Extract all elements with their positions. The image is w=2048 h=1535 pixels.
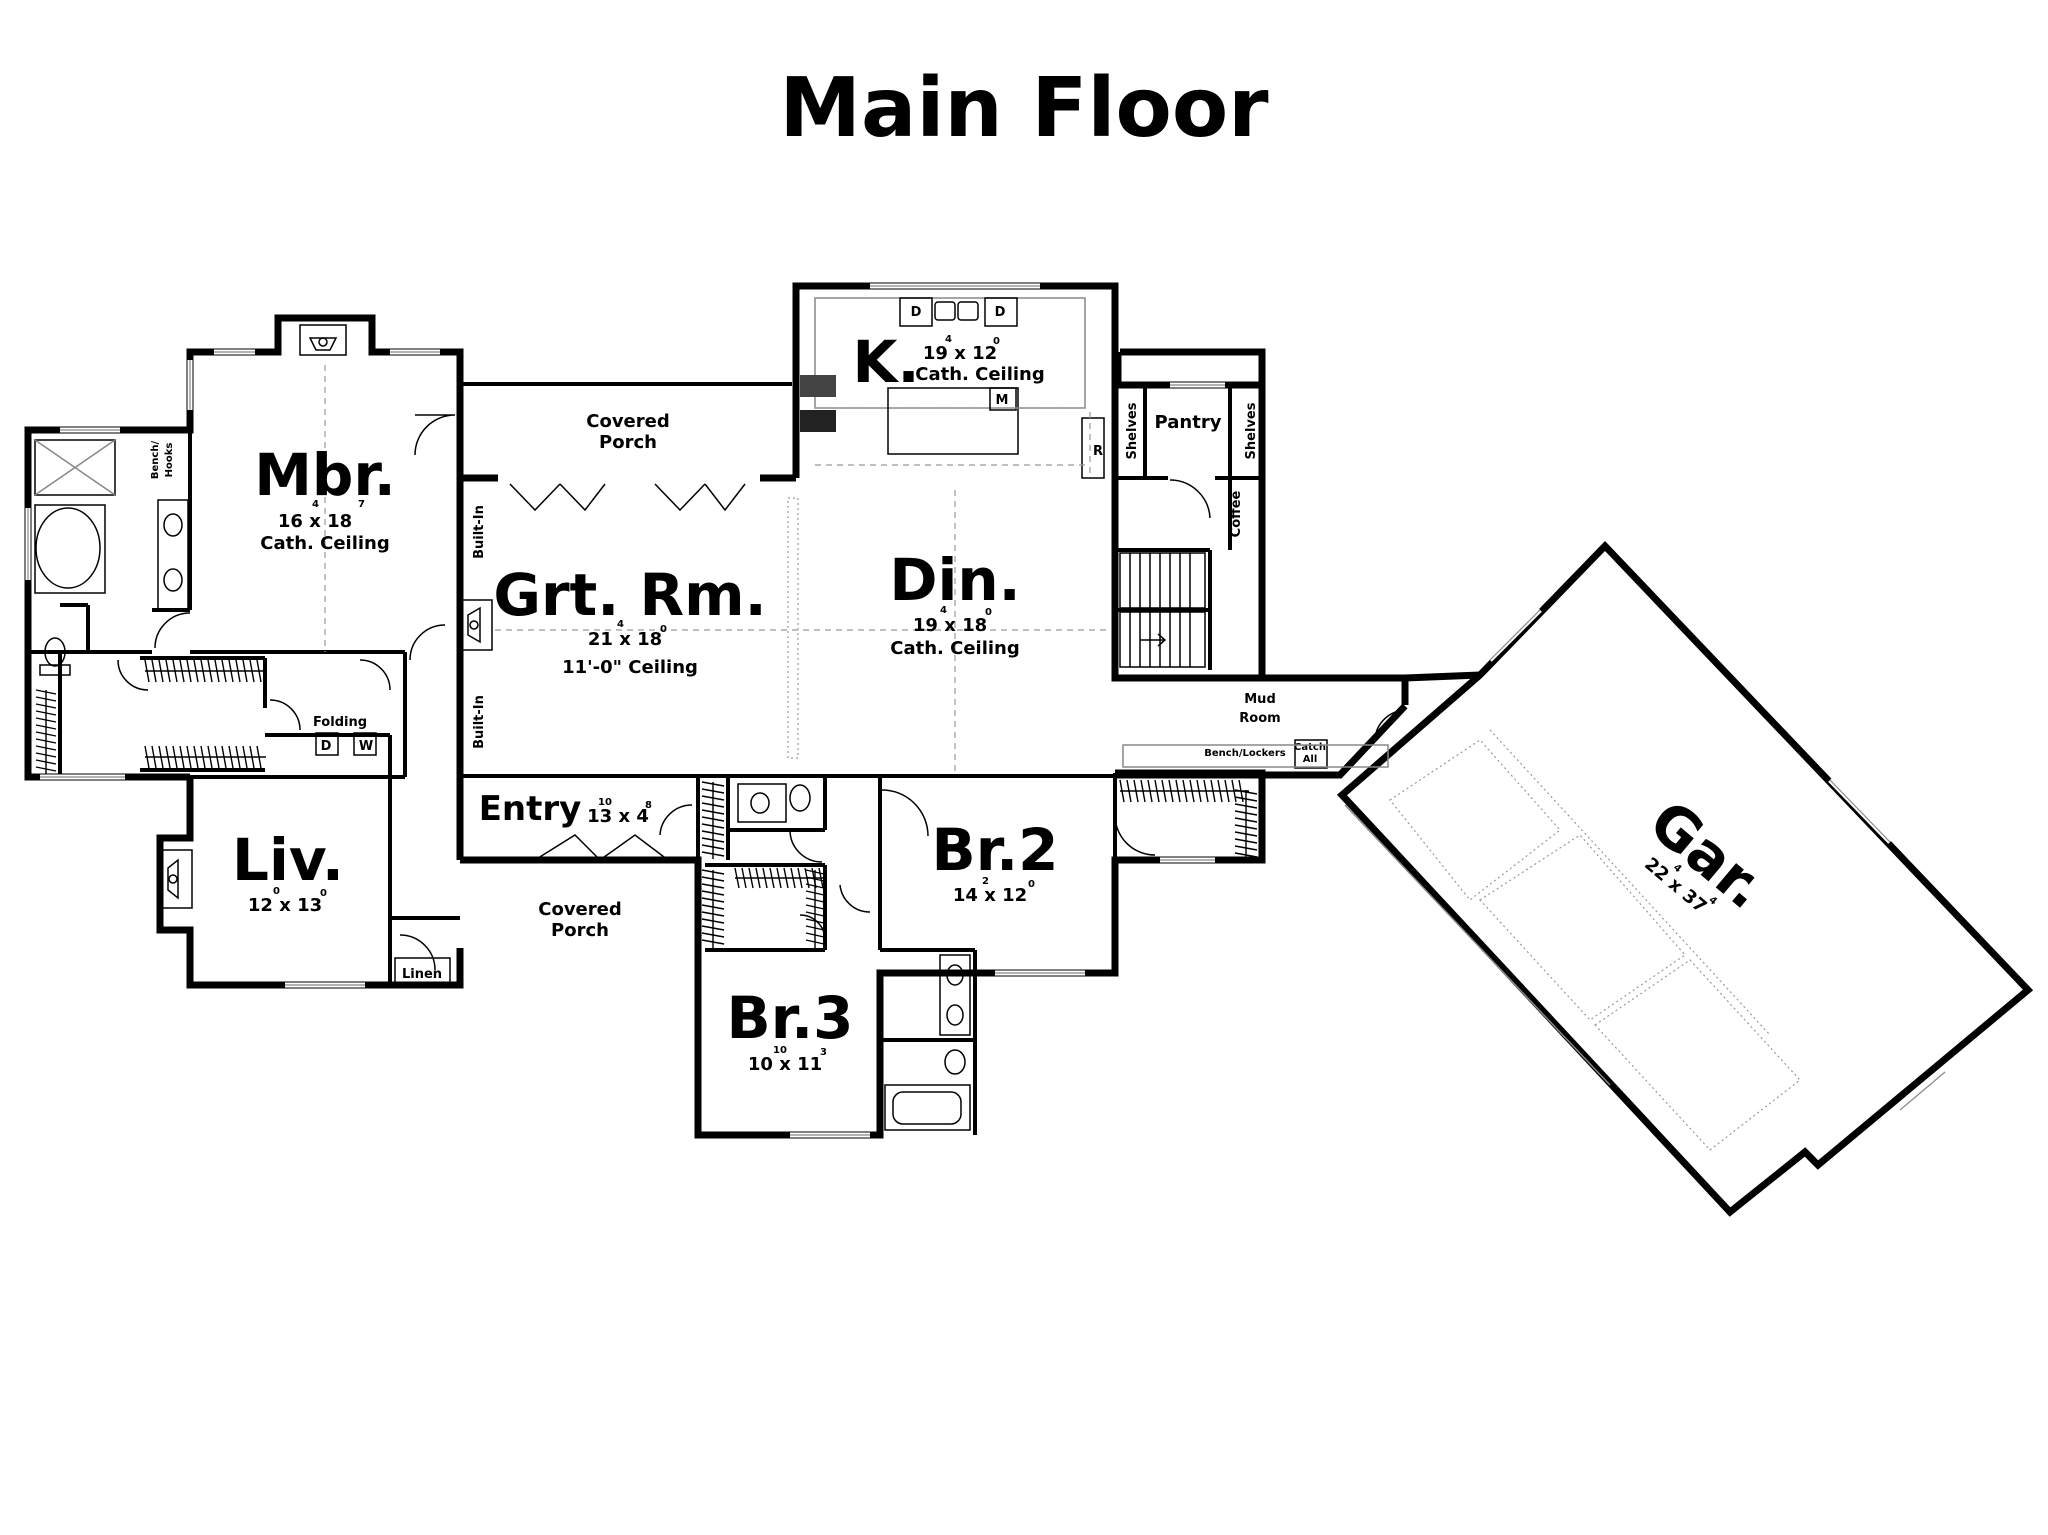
room-sup2-bedroom2: 0 bbox=[1028, 879, 1035, 890]
shelves-left-label: Shelves bbox=[1125, 402, 1140, 459]
room-sup2-master: 7 bbox=[358, 499, 365, 510]
room-note-kitchen: Cath. Ceiling bbox=[915, 364, 1045, 385]
appliance-boxes bbox=[315, 732, 1389, 985]
dishwasher-right-label: D bbox=[995, 305, 1006, 320]
interior-walls bbox=[28, 385, 1405, 1135]
washer-label: W bbox=[359, 739, 373, 754]
room-dims-kitchen: 19 x 12 bbox=[923, 343, 997, 364]
covered-porch-bottom-line2: Porch bbox=[551, 920, 609, 941]
room-name-bedroom2: Br.2 bbox=[932, 816, 1059, 884]
room-sup1-bedroom2: 2 bbox=[982, 876, 989, 887]
room-sup1-living: 0 bbox=[273, 886, 280, 897]
linen-label: Linen bbox=[402, 967, 442, 982]
mud-room-line1: Mud bbox=[1244, 692, 1276, 707]
room-name-living: Liv. bbox=[232, 826, 344, 894]
covered-porch-top-line1: Covered bbox=[586, 411, 670, 432]
closet-rods bbox=[35, 659, 1258, 949]
room-name-dining: Din. bbox=[889, 546, 1020, 614]
refrigerator-label: R bbox=[1093, 444, 1103, 459]
room-dims-living: 12 x 13 bbox=[248, 895, 322, 916]
pantry-label: Pantry bbox=[1155, 412, 1222, 433]
room-sup2-great-room: 0 bbox=[660, 624, 667, 635]
room-note-master: Cath. Ceiling bbox=[260, 533, 390, 554]
room-sup2-entry: 8 bbox=[645, 800, 652, 811]
room-sup1-great-room: 4 bbox=[617, 619, 624, 630]
catch-all-line1: Catch bbox=[1294, 742, 1326, 753]
room-sup1-kitchen: 4 bbox=[945, 334, 952, 345]
folding-label: Folding bbox=[313, 715, 367, 730]
doors bbox=[117, 414, 1406, 971]
room-name-master: Mbr. bbox=[254, 441, 396, 509]
room-sup2-dining: 0 bbox=[985, 607, 992, 618]
room-name-great-room: Grt. Rm. bbox=[493, 561, 766, 629]
built-in-bottom-label: Built-In bbox=[472, 695, 487, 749]
room-sup2-bedroom3: 3 bbox=[820, 1047, 827, 1058]
built-in-top-label: Built-In bbox=[472, 505, 487, 559]
room-sup2-kitchen: 0 bbox=[993, 336, 1000, 347]
mud-room-line2: Room bbox=[1239, 711, 1280, 726]
covered-porch-top-line2: Porch bbox=[599, 432, 657, 453]
room-sup1-entry: 10 bbox=[598, 797, 612, 808]
dryer-label: D bbox=[321, 739, 332, 754]
room-name-bedroom3: Br.3 bbox=[727, 984, 854, 1052]
microwave-label: M bbox=[996, 393, 1009, 408]
fireplaces bbox=[161, 324, 493, 909]
dishwasher-left-label: D bbox=[911, 305, 922, 320]
windows bbox=[25, 283, 1947, 1138]
bench-lockers-label: Bench/Lockers bbox=[1204, 748, 1285, 759]
room-sup1-dining: 4 bbox=[940, 605, 947, 616]
room-dims-dining: 19 x 18 bbox=[913, 615, 987, 636]
room-note-dining: Cath. Ceiling bbox=[890, 638, 1020, 659]
bench-hooks-line2: Hooks bbox=[164, 443, 175, 478]
coffee-label: Coffee bbox=[1229, 491, 1244, 538]
room-dims-bedroom3: 10 x 11 bbox=[748, 1054, 822, 1075]
room-note-great-room: 11'-0" Ceiling bbox=[562, 657, 698, 678]
kitchen-fixtures bbox=[800, 297, 1105, 479]
room-name-entry: Entry bbox=[479, 789, 582, 829]
bath-fixtures bbox=[34, 439, 971, 1131]
covered-porch-bottom-line1: Covered bbox=[538, 899, 622, 920]
room-dims-bedroom2: 14 x 12 bbox=[953, 885, 1027, 906]
catch-all-line2: All bbox=[1303, 754, 1318, 765]
stairs bbox=[1119, 552, 1206, 668]
room-name-kitchen: K. bbox=[853, 328, 920, 396]
room-dims-entry: 13 x 4 bbox=[587, 806, 649, 827]
room-sup1-bedroom3: 10 bbox=[773, 1045, 787, 1056]
ceiling-lines bbox=[324, 365, 1801, 1151]
room-dims-master: 16 x 18 bbox=[278, 511, 352, 532]
bench-hooks-line1: Bench/ bbox=[150, 441, 161, 480]
room-sup2-living: 0 bbox=[320, 888, 327, 899]
room-sup1-master: 4 bbox=[312, 499, 319, 510]
plan-title: Main Floor bbox=[779, 61, 1269, 156]
shelves-right-label: Shelves bbox=[1244, 402, 1259, 459]
room-dims-great-room: 21 x 18 bbox=[588, 629, 662, 650]
